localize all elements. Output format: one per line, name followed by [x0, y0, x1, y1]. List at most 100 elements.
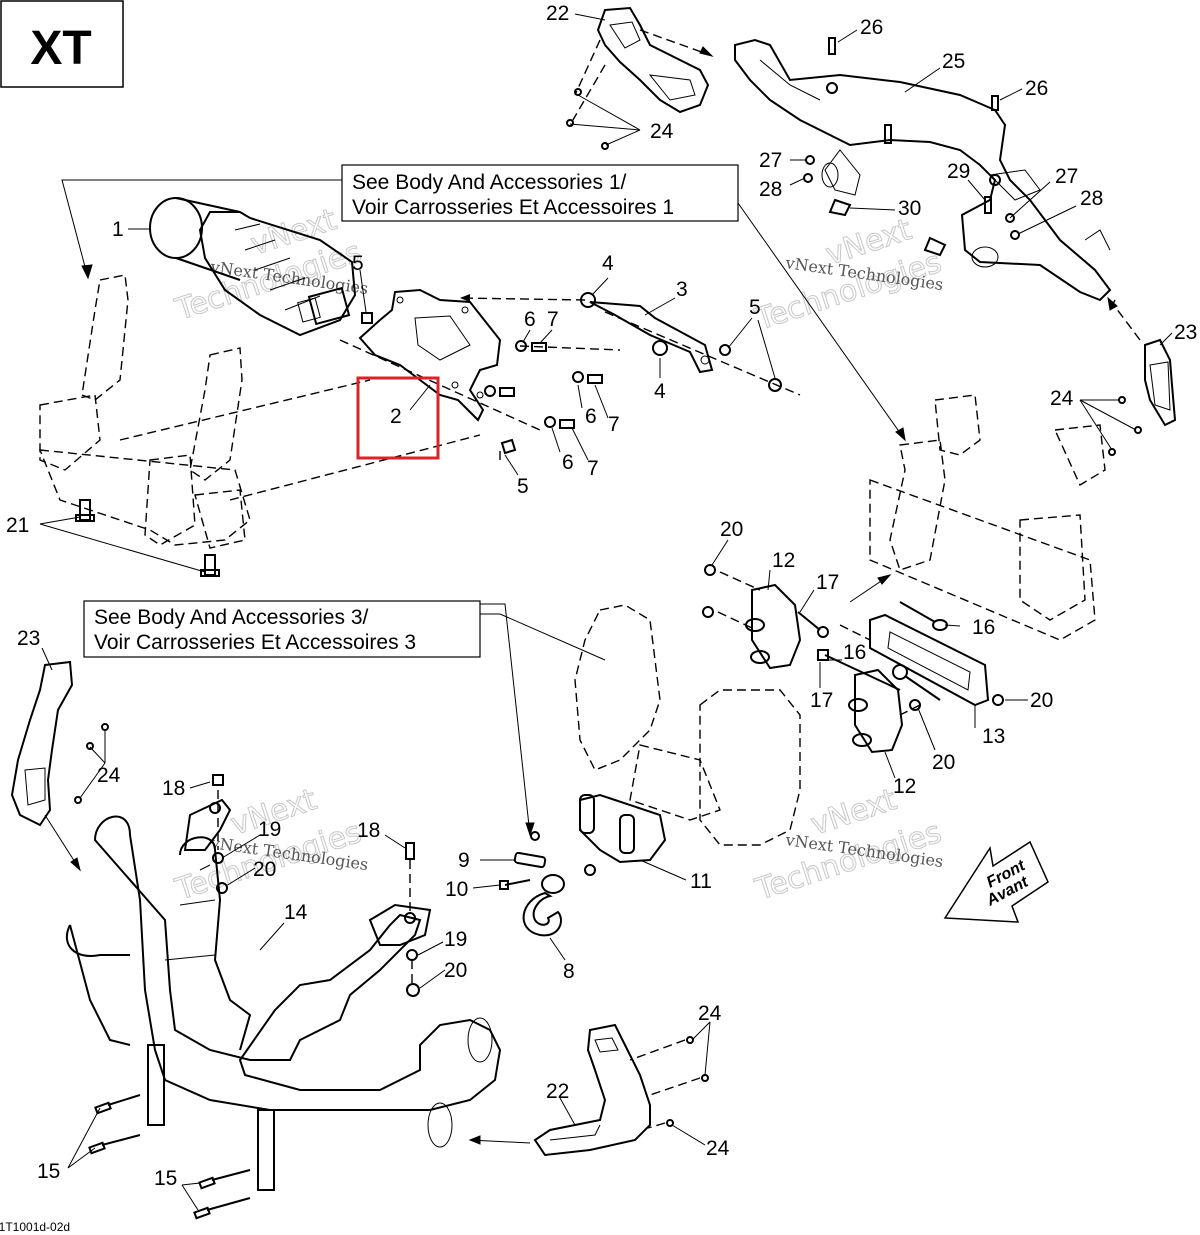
reference-box-1: See Body And Accessories 1/ Voir Carross…	[341, 164, 739, 222]
front-frame-right	[869, 394, 1106, 641]
handle-fasteners	[566, 37, 1020, 257]
winch-mount-11	[530, 793, 667, 876]
callout-number[interactable]: 7	[587, 457, 599, 480]
callout-number[interactable]: 8	[563, 960, 575, 983]
callout-number[interactable]: 4	[602, 252, 614, 275]
callout-leaders	[39, 13, 1173, 1211]
callout-number[interactable]: 24	[706, 1137, 730, 1160]
callout-number[interactable]: 20	[253, 858, 276, 881]
callout-number[interactable]: 2	[390, 405, 402, 428]
reference-box-3-line2: Voir Carrosseries Et Accessoires 3	[94, 631, 416, 654]
callout-number[interactable]: 7	[608, 413, 620, 436]
bolts-16-17	[702, 564, 1004, 711]
winch-motor	[149, 197, 357, 337]
callout-number[interactable]: 12	[893, 775, 916, 798]
callout-number[interactable]: 20	[1030, 689, 1053, 712]
callout-number[interactable]: 20	[932, 751, 955, 774]
callout-number[interactable]: 19	[258, 818, 281, 841]
callout-number[interactable]: 27	[759, 149, 782, 172]
assembly-lines-lower-right	[629, 1039, 701, 1129]
fairlead-housing	[574, 604, 801, 846]
callout-number[interactable]: 19	[444, 928, 467, 951]
callout-number[interactable]: 11	[690, 870, 712, 893]
front-frame-left	[38, 274, 251, 549]
callout-number[interactable]: 27	[1055, 165, 1078, 188]
callout-number[interactable]: 25	[942, 50, 965, 73]
assembly-lines-lower-left	[217, 790, 413, 985]
callout-number[interactable]: 6	[524, 308, 536, 331]
variant-box: XT	[0, 0, 124, 88]
callout-number[interactable]: 28	[1080, 187, 1103, 210]
callout-number[interactable]: 5	[352, 252, 364, 275]
callout-number[interactable]: 4	[654, 380, 666, 403]
callout-number[interactable]: 6	[562, 451, 574, 474]
callout-number[interactable]: 1	[112, 218, 124, 241]
callout-number[interactable]: 20	[444, 959, 467, 982]
callout-number[interactable]: 23	[1174, 321, 1197, 344]
callout-number[interactable]: 20	[720, 518, 743, 541]
callout-number[interactable]: 26	[1025, 77, 1048, 100]
callout-number[interactable]: 18	[357, 819, 380, 842]
callout-number[interactable]: 21	[6, 514, 29, 537]
callout-number[interactable]: 13	[982, 725, 1005, 748]
grab-handle-22-top	[596, 6, 710, 114]
callout-number[interactable]: 23	[17, 627, 40, 650]
watermark: vNext Technologies vNext Technologies	[170, 782, 369, 909]
callout-number[interactable]: 9	[458, 849, 470, 872]
callout-number[interactable]: 22	[546, 1080, 569, 1103]
callout-number[interactable]: 16	[972, 616, 995, 639]
callout-number[interactable]: 26	[860, 16, 883, 39]
winch-plate	[358, 288, 502, 422]
callout-number[interactable]: 15	[37, 1160, 60, 1183]
callouts: 1 2 3 4 4 5 5 5 6 7 6 7 6 7 21 22 24 25 …	[6, 2, 1197, 1190]
callout-number[interactable]: 5	[749, 296, 761, 319]
bumper-14	[65, 798, 502, 1191]
callout-number[interactable]: 28	[759, 178, 782, 201]
watermark: vNext Technologies vNext Technologies	[750, 212, 946, 339]
front-direction-arrow: Front Avant	[943, 840, 1049, 923]
callout-number[interactable]: 22	[546, 2, 569, 25]
pin-9-bolt-10	[499, 851, 547, 890]
reference-box-1-line2: Voir Carrosseries Et Accessoires 1	[352, 196, 674, 219]
grab-handle-23-right	[1108, 338, 1177, 456]
reference-box-3-line1: See Body And Accessories 3/	[94, 606, 368, 629]
winch-bracket-3	[580, 292, 714, 374]
callout-number[interactable]: 12	[772, 549, 795, 572]
hook-8	[522, 874, 565, 937]
variant-label: XT	[30, 22, 91, 75]
assembly-arrows-upper-right	[699, 46, 1118, 311]
reference-box-3: See Body And Accessories 3/ Voir Carross…	[83, 600, 481, 658]
mount-bracket-12-lower	[848, 668, 904, 754]
callout-number[interactable]: 15	[154, 1167, 177, 1190]
callout-number[interactable]: 17	[816, 571, 839, 594]
callout-number[interactable]: 30	[898, 197, 921, 220]
assembly-lines-middle-right	[717, 571, 921, 716]
callout-number[interactable]: 24	[698, 1002, 722, 1025]
callout-number[interactable]: 24	[97, 764, 121, 787]
callout-number[interactable]: 3	[676, 278, 688, 301]
highlight-box-part-2[interactable]	[356, 376, 440, 460]
fasteners-group-upper	[361, 312, 782, 455]
grab-handle-23-left	[10, 660, 109, 827]
callout-number[interactable]: 14	[284, 901, 308, 924]
watermark: vNext Technologies vNext Technologies	[750, 782, 946, 909]
arrow-22-bottom	[468, 1135, 531, 1145]
callout-number[interactable]: 6	[585, 405, 597, 428]
arrow-23-left	[44, 814, 81, 872]
callout-number[interactable]: 17	[810, 689, 833, 712]
callout-number[interactable]: 10	[445, 878, 468, 901]
front-bar-25	[734, 38, 1112, 302]
callout-number[interactable]: 7	[547, 308, 559, 331]
reference-box-1-line1: See Body And Accessories 1/	[352, 171, 626, 194]
callout-number[interactable]: 24	[1050, 387, 1074, 410]
callout-number[interactable]: 16	[843, 641, 866, 664]
callout-number[interactable]: 24	[650, 120, 674, 143]
callout-number[interactable]: 29	[947, 160, 970, 183]
drawing-code: 31T1001d-02d	[0, 1220, 70, 1234]
mount-bracket-12-upper	[745, 583, 802, 670]
callout-number[interactable]: 18	[162, 777, 185, 800]
callout-number[interactable]: 5	[517, 475, 529, 498]
grab-handle-22-bottom	[533, 1023, 709, 1157]
bolt-21-pair	[75, 499, 220, 577]
